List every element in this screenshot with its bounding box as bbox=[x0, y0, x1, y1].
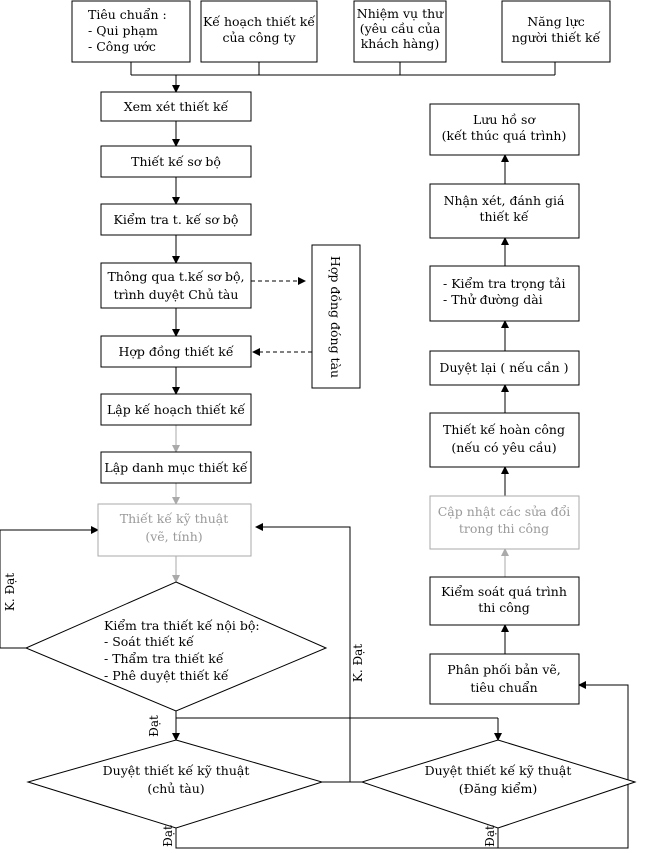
input-capability-line-2: người thiết kế bbox=[512, 30, 601, 45]
input-standards-line-1: Tiêu chuẩn : bbox=[88, 7, 167, 22]
step-list-box: Lập danh mục thiết kế bbox=[100, 451, 252, 484]
step-update-line-2: trong thi công bbox=[459, 521, 549, 536]
step-control-line-2: thi công bbox=[478, 600, 530, 615]
step-technical-line-2: (vẽ, tính) bbox=[145, 529, 202, 544]
step-tests-line-1: - Kiểm tra trọng tải bbox=[443, 276, 566, 291]
step-archive-line-1: Lưu hồ sơ bbox=[473, 112, 536, 127]
input-standards-line-3: - Công ước bbox=[88, 39, 156, 54]
step-approve-preliminary-line-1: Thông qua t.kế sơ bộ, bbox=[107, 269, 244, 284]
step-approve-preliminary-line-2: trình duyệt Chủ tàu bbox=[114, 287, 239, 302]
step-as-built-box: Thiết kế hoàn công (nếu có yêu cầu) bbox=[429, 412, 580, 468]
input-mission-line-1: Nhiệm vụ thư bbox=[357, 6, 444, 21]
registry-approval-diamond: Duyệt thiết kế kỹ thuật (Đăng kiểm) bbox=[360, 739, 637, 829]
step-review-box: Xem xét thiết kế bbox=[100, 91, 252, 122]
step-technical-line-1: Thiết kế kỹ thuật bbox=[120, 511, 229, 526]
input-standards-box: Tiêu chuẩn : - Qui phạm - Công ước bbox=[71, 0, 191, 63]
internal-check-line-3: - Thẩm tra thiết kế bbox=[104, 651, 224, 666]
input-company-plan-line-2: của công ty bbox=[222, 30, 296, 45]
input-capability-box: Năng lực người thiết kế bbox=[501, 0, 611, 63]
step-update-box: Cập nhật các sửa đổi trong thi công bbox=[429, 495, 580, 550]
label-pass-internal: Đạt bbox=[147, 715, 161, 737]
registry-approval-line-1: Duyệt thiết kế kỹ thuật bbox=[425, 763, 572, 778]
step-control-box: Kiểm soát quá trình thi công bbox=[429, 576, 580, 626]
owner-approval-line-1: Duyệt thiết kế kỹ thuật bbox=[103, 763, 250, 778]
step-as-built-line-1: Thiết kế hoàn công bbox=[443, 422, 565, 437]
input-standards-line-2: - Qui phạm bbox=[88, 23, 158, 38]
registry-approval-line-2: (Đăng kiểm) bbox=[459, 781, 537, 796]
step-tests-box: - Kiểm tra trọng tải - Thử đường dài bbox=[429, 265, 580, 322]
input-mission-line-3: khách hàng) bbox=[361, 36, 440, 51]
label-pass-registry: Đạt bbox=[483, 825, 497, 847]
step-design-contract-label: Hợp đồng thiết kế bbox=[118, 344, 233, 359]
input-mission-line-2: (yêu cầu của bbox=[360, 21, 441, 36]
step-evaluate-box: Nhận xét, đánh giá thiết kế bbox=[429, 183, 580, 239]
internal-check-line-1: Kiểm tra thiết kế nội bộ: bbox=[104, 618, 260, 633]
internal-check-diamond: Kiểm tra thiết kế nội bộ: - Soát thiết k… bbox=[24, 581, 328, 712]
step-plan-label: Lập kế hoạch thiết kế bbox=[107, 402, 245, 417]
step-design-contract-box: Hợp đồng thiết kế bbox=[100, 335, 252, 368]
step-archive-box: Lưu hồ sơ (kết thúc quá trình) bbox=[429, 103, 580, 156]
step-as-built-line-2: (nếu có yêu cầu) bbox=[451, 440, 556, 455]
step-approve-preliminary-box: Thông qua t.kế sơ bộ, trình duyệt Chủ tà… bbox=[100, 262, 252, 309]
step-re-approve-box: Duyệt lại ( nếu cần ) bbox=[429, 350, 580, 386]
label-not-pass-right: K. Đạt bbox=[351, 644, 365, 682]
step-distribute-box: Phân phối bản vẽ, tiêu chuẩn bbox=[429, 653, 580, 705]
input-mission-box: Nhiệm vụ thư (yêu cầu của khách hàng) bbox=[353, 0, 447, 63]
step-check-preliminary-box: Kiểm tra t. kế sơ bộ bbox=[100, 203, 252, 236]
step-list-label: Lập danh mục thiết kế bbox=[104, 460, 247, 475]
step-tests-line-2: - Thử đường dài bbox=[443, 292, 543, 307]
input-company-plan-line-1: Kế hoạch thiết kế bbox=[203, 14, 315, 29]
step-evaluate-line-1: Nhận xét, đánh giá bbox=[444, 193, 565, 208]
step-re-approve-label: Duyệt lại ( nếu cần ) bbox=[439, 360, 568, 375]
owner-approval-diamond: Duyệt thiết kế kỹ thuật (chủ tàu) bbox=[26, 739, 324, 829]
step-technical-box: Thiết kế kỹ thuật (vẽ, tính) bbox=[97, 503, 252, 557]
step-plan-box: Lập kế hoạch thiết kế bbox=[100, 393, 252, 426]
internal-check-line-2: - Soát thiết kế bbox=[104, 634, 194, 649]
step-archive-line-2: (kết thúc quá trình) bbox=[442, 128, 567, 143]
step-update-line-1: Cập nhật các sửa đổi bbox=[438, 504, 571, 519]
ship-contract-box: Hợp đồng đóng tàu bbox=[311, 244, 361, 389]
label-pass-owner: Đạt bbox=[161, 825, 175, 847]
owner-approval-line-2: (chủ tàu) bbox=[147, 781, 204, 796]
step-distribute-line-2: tiêu chuẩn bbox=[470, 680, 537, 695]
input-capability-line-1: Năng lực bbox=[527, 14, 584, 29]
step-check-preliminary-label: Kiểm tra t. kế sơ bộ bbox=[114, 212, 239, 227]
step-evaluate-line-2: thiết kế bbox=[479, 209, 528, 224]
step-preliminary-label: Thiết kế sơ bộ bbox=[131, 154, 221, 169]
step-preliminary-box: Thiết kế sơ bộ bbox=[100, 145, 252, 178]
label-not-pass-left: K. Đạt bbox=[3, 573, 17, 611]
step-control-line-1: Kiểm soát quá trình bbox=[441, 584, 567, 599]
internal-check-line-4: - Phê duyệt thiết kế bbox=[104, 668, 229, 683]
input-company-plan-box: Kế hoạch thiết kế của công ty bbox=[200, 0, 318, 63]
ship-contract-label: Hợp đồng đóng tàu bbox=[328, 256, 343, 378]
step-review-label: Xem xét thiết kế bbox=[124, 99, 229, 114]
step-distribute-line-1: Phân phối bản vẽ, bbox=[447, 662, 561, 677]
connectors bbox=[0, 62, 629, 849]
